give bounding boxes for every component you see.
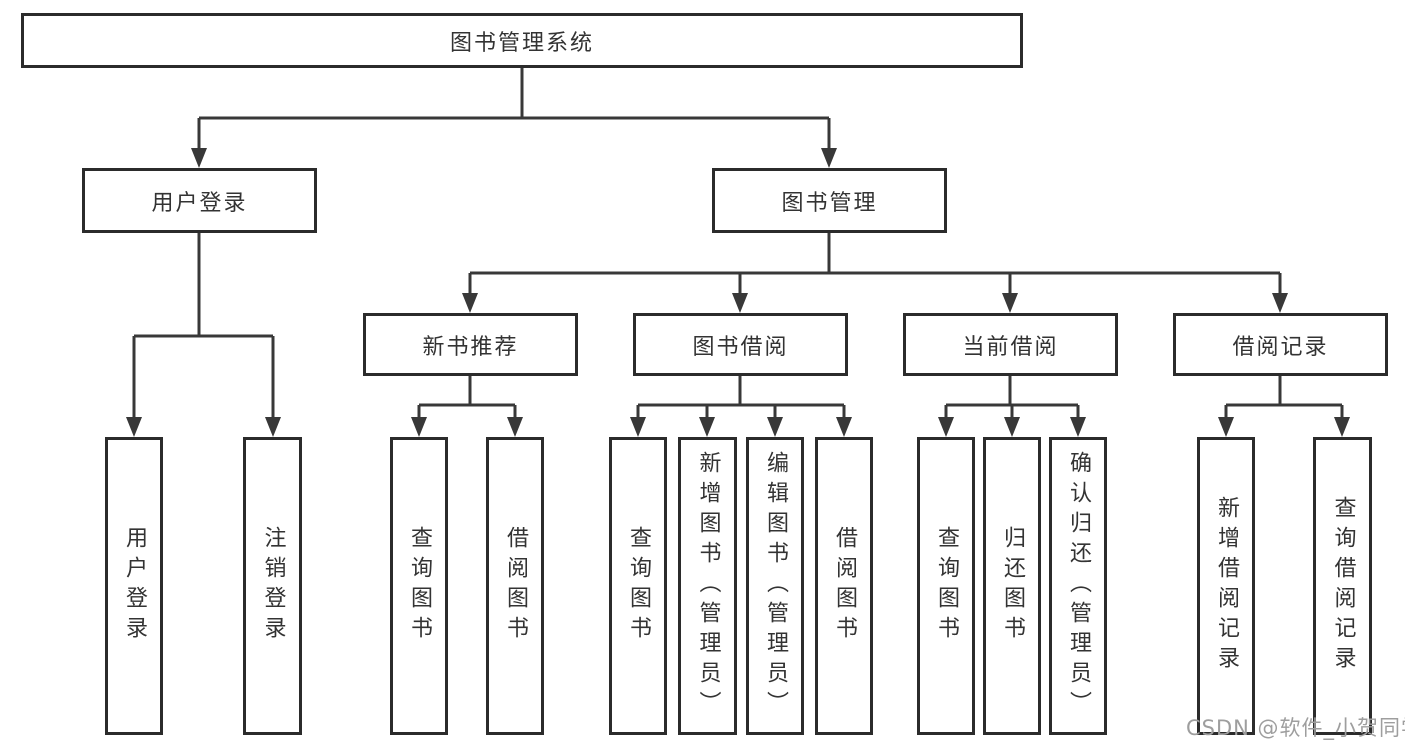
node-label: 查询借阅记录: [1330, 496, 1356, 676]
node-label: 新书推荐: [422, 334, 519, 360]
node-leaf-add-book-admin: 新增图书（管理员）: [678, 437, 737, 735]
node-label: 借阅记录: [1232, 334, 1329, 360]
node-system-root: 图书管理系统: [21, 13, 1023, 68]
node-leaf-logout: 注销登录: [243, 437, 302, 735]
node-leaf-query-book-3: 查询图书: [917, 437, 975, 735]
node-label: 查询图书: [934, 526, 959, 646]
node-label: 当前借阅: [962, 334, 1059, 360]
node-borrow-record: 借阅记录: [1173, 313, 1388, 376]
node-leaf-confirm-return-admin: 确认归还（管理员）: [1049, 437, 1107, 735]
node-label: 用户登录: [122, 526, 147, 646]
arrow-heads: [126, 148, 1350, 437]
node-label: 借阅图书: [503, 526, 528, 646]
node-label: 图书借阅: [692, 334, 789, 360]
node-label: 新增图书（管理员）: [695, 451, 721, 721]
node-leaf-borrow-book-2: 借阅图书: [815, 437, 873, 735]
node-label: 查询图书: [407, 526, 432, 646]
node-leaf-borrow-book-1: 借阅图书: [486, 437, 544, 735]
node-leaf-user-login: 用户登录: [105, 437, 163, 735]
csdn-watermark: CSDN @软件_小贺同学: [1186, 716, 1405, 740]
node-leaf-query-book-2: 查询图书: [609, 437, 667, 735]
node-label: 查询图书: [626, 526, 651, 646]
node-label: 用户登录: [151, 190, 248, 216]
node-label: 注销登录: [260, 526, 286, 646]
node-leaf-add-borrow-record: 新增借阅记录: [1197, 437, 1255, 735]
node-label: 归还图书: [1000, 526, 1025, 646]
node-current-borrow: 当前借阅: [903, 313, 1118, 376]
node-label: 图书管理系统: [449, 30, 594, 56]
node-user-login-branch: 用户登录: [82, 168, 317, 233]
node-leaf-return-book: 归还图书: [983, 437, 1041, 735]
node-book-management-branch: 图书管理: [712, 168, 947, 233]
node-new-book-recommend: 新书推荐: [363, 313, 578, 376]
node-label: 新增借阅记录: [1214, 496, 1239, 676]
node-leaf-edit-book-admin: 编辑图书（管理员）: [746, 437, 804, 735]
node-leaf-query-borrow-record: 查询借阅记录: [1313, 437, 1372, 735]
node-book-borrow: 图书借阅: [633, 313, 848, 376]
node-label: 确认归还（管理员）: [1066, 451, 1091, 721]
node-label: 编辑图书（管理员）: [763, 451, 788, 721]
node-label: 借阅图书: [832, 526, 857, 646]
node-leaf-query-book-1: 查询图书: [390, 437, 448, 735]
node-label: 图书管理: [781, 190, 878, 216]
